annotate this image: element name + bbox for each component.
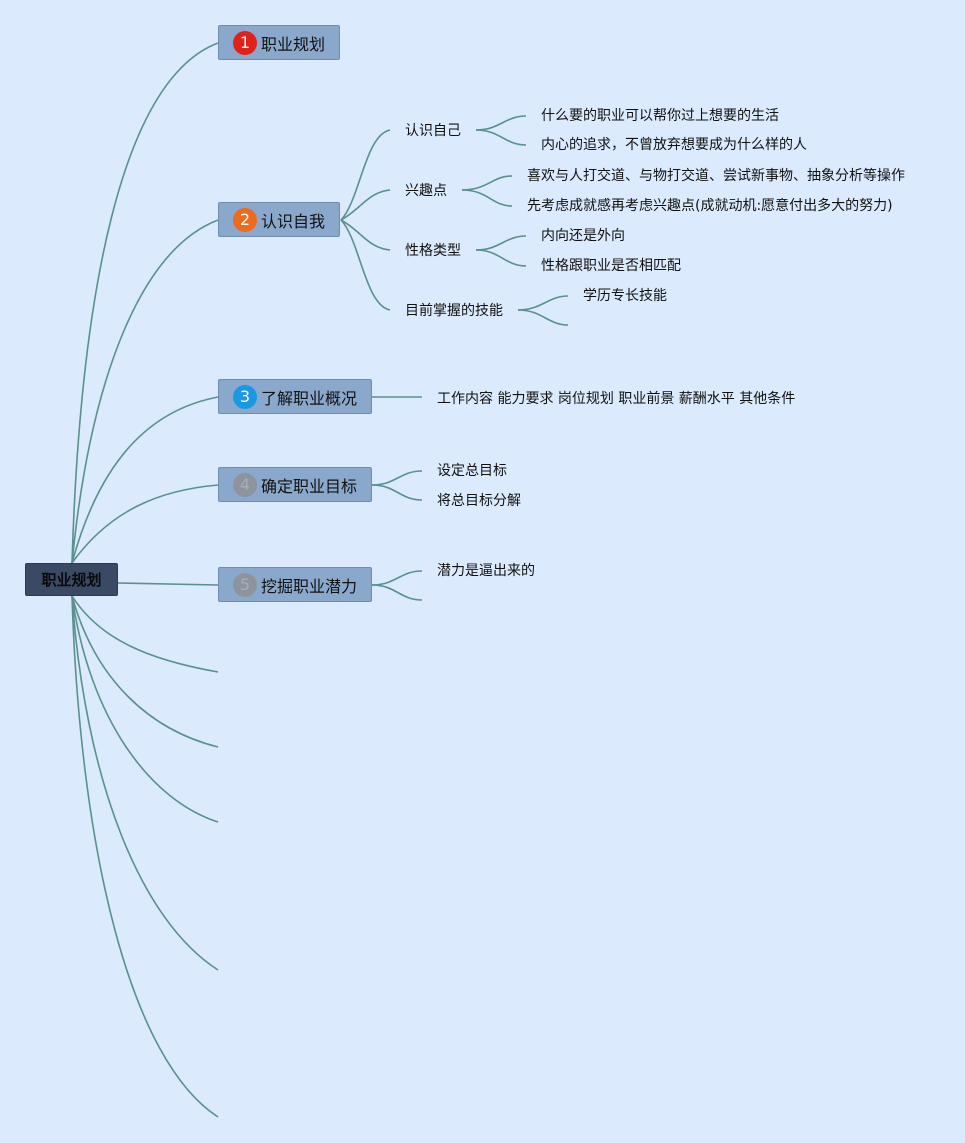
leaf-inner-pursuit[interactable]: 内心的追求，不曾放弃想要成为什么样的人	[541, 137, 807, 153]
branch-line	[461, 175, 513, 191]
number-badge-icon: 5	[233, 572, 257, 597]
leaf-personality-match[interactable]: 性格跟职业是否相匹配	[541, 258, 681, 274]
branch-line	[340, 189, 391, 221]
topic-label: 确定职业目标	[261, 476, 358, 496]
topic-career-potential[interactable]: 5 挖掘职业潜力	[218, 567, 372, 602]
topic-label: 了解职业概况	[261, 388, 358, 408]
branch-line	[475, 129, 527, 146]
branch-line	[71, 595, 219, 673]
leaf-potential[interactable]: 潜力是逼出来的	[437, 563, 535, 579]
branch-line	[371, 470, 423, 486]
branch-line	[71, 595, 219, 748]
subtopic-interests[interactable]: 兴趣点	[405, 183, 447, 199]
topic-label: 挖掘职业潜力	[261, 576, 358, 596]
leaf-introvert-extrovert[interactable]: 内向还是外向	[541, 228, 625, 244]
branch-line	[71, 595, 219, 823]
branch-line	[71, 595, 219, 971]
number-badge-icon: 3	[233, 384, 257, 409]
leaf-education-skills[interactable]: 学历专长技能	[583, 288, 667, 304]
branch-line	[475, 235, 527, 251]
branch-line	[71, 396, 219, 564]
number-badge-icon: 2	[233, 207, 257, 232]
topic-label: 职业规划	[261, 34, 326, 54]
leaf-overview-items[interactable]: 工作内容 能力要求 岗位规划 职业前景 薪酬水平 其他条件	[437, 391, 796, 407]
topic-know-yourself[interactable]: 2 认识自我	[218, 202, 340, 237]
branch-line	[371, 484, 423, 501]
branch-line	[517, 295, 569, 311]
branch-line	[340, 219, 391, 311]
leaf-split-goal[interactable]: 将总目标分解	[437, 493, 521, 509]
branch-line	[461, 189, 513, 207]
subtopic-personality[interactable]: 性格类型	[405, 243, 461, 259]
number-badge-icon: 4	[233, 472, 257, 497]
topic-career-goals[interactable]: 4 确定职业目标	[218, 467, 372, 502]
root-node[interactable]: 职业规划	[25, 563, 118, 596]
topic-career-planning[interactable]: 1 职业规划	[218, 25, 340, 60]
branch-line	[340, 129, 391, 221]
branch-line	[475, 115, 527, 131]
branch-line	[340, 219, 391, 251]
leaf-set-goal[interactable]: 设定总目标	[437, 463, 507, 479]
subtopic-skills[interactable]: 目前掌握的技能	[405, 303, 503, 319]
branch-line	[371, 584, 423, 601]
leaf-preferences[interactable]: 喜欢与人打交道、与物打交道、尝试新事物、抽象分析等操作	[527, 168, 905, 184]
root-label: 职业规划	[41, 571, 102, 589]
number-badge-icon: 1	[233, 30, 257, 55]
topic-career-overview[interactable]: 3 了解职业概况	[218, 379, 372, 414]
branch-line	[475, 249, 527, 267]
branch-line	[71, 42, 219, 564]
topic-label: 认识自我	[261, 211, 326, 231]
branch-line	[117, 582, 219, 586]
leaf-desired-life[interactable]: 什么要的职业可以帮你过上想要的生活	[541, 108, 779, 124]
branch-line	[71, 595, 219, 1118]
branch-line	[71, 484, 219, 564]
leaf-achievement[interactable]: 先考虑成就感再考虑兴趣点(成就动机:愿意付出多大的努力)	[527, 198, 893, 214]
branch-line	[71, 219, 219, 564]
branch-line	[517, 309, 569, 326]
branch-line	[371, 570, 423, 586]
subtopic-know-self[interactable]: 认识自己	[405, 123, 461, 139]
